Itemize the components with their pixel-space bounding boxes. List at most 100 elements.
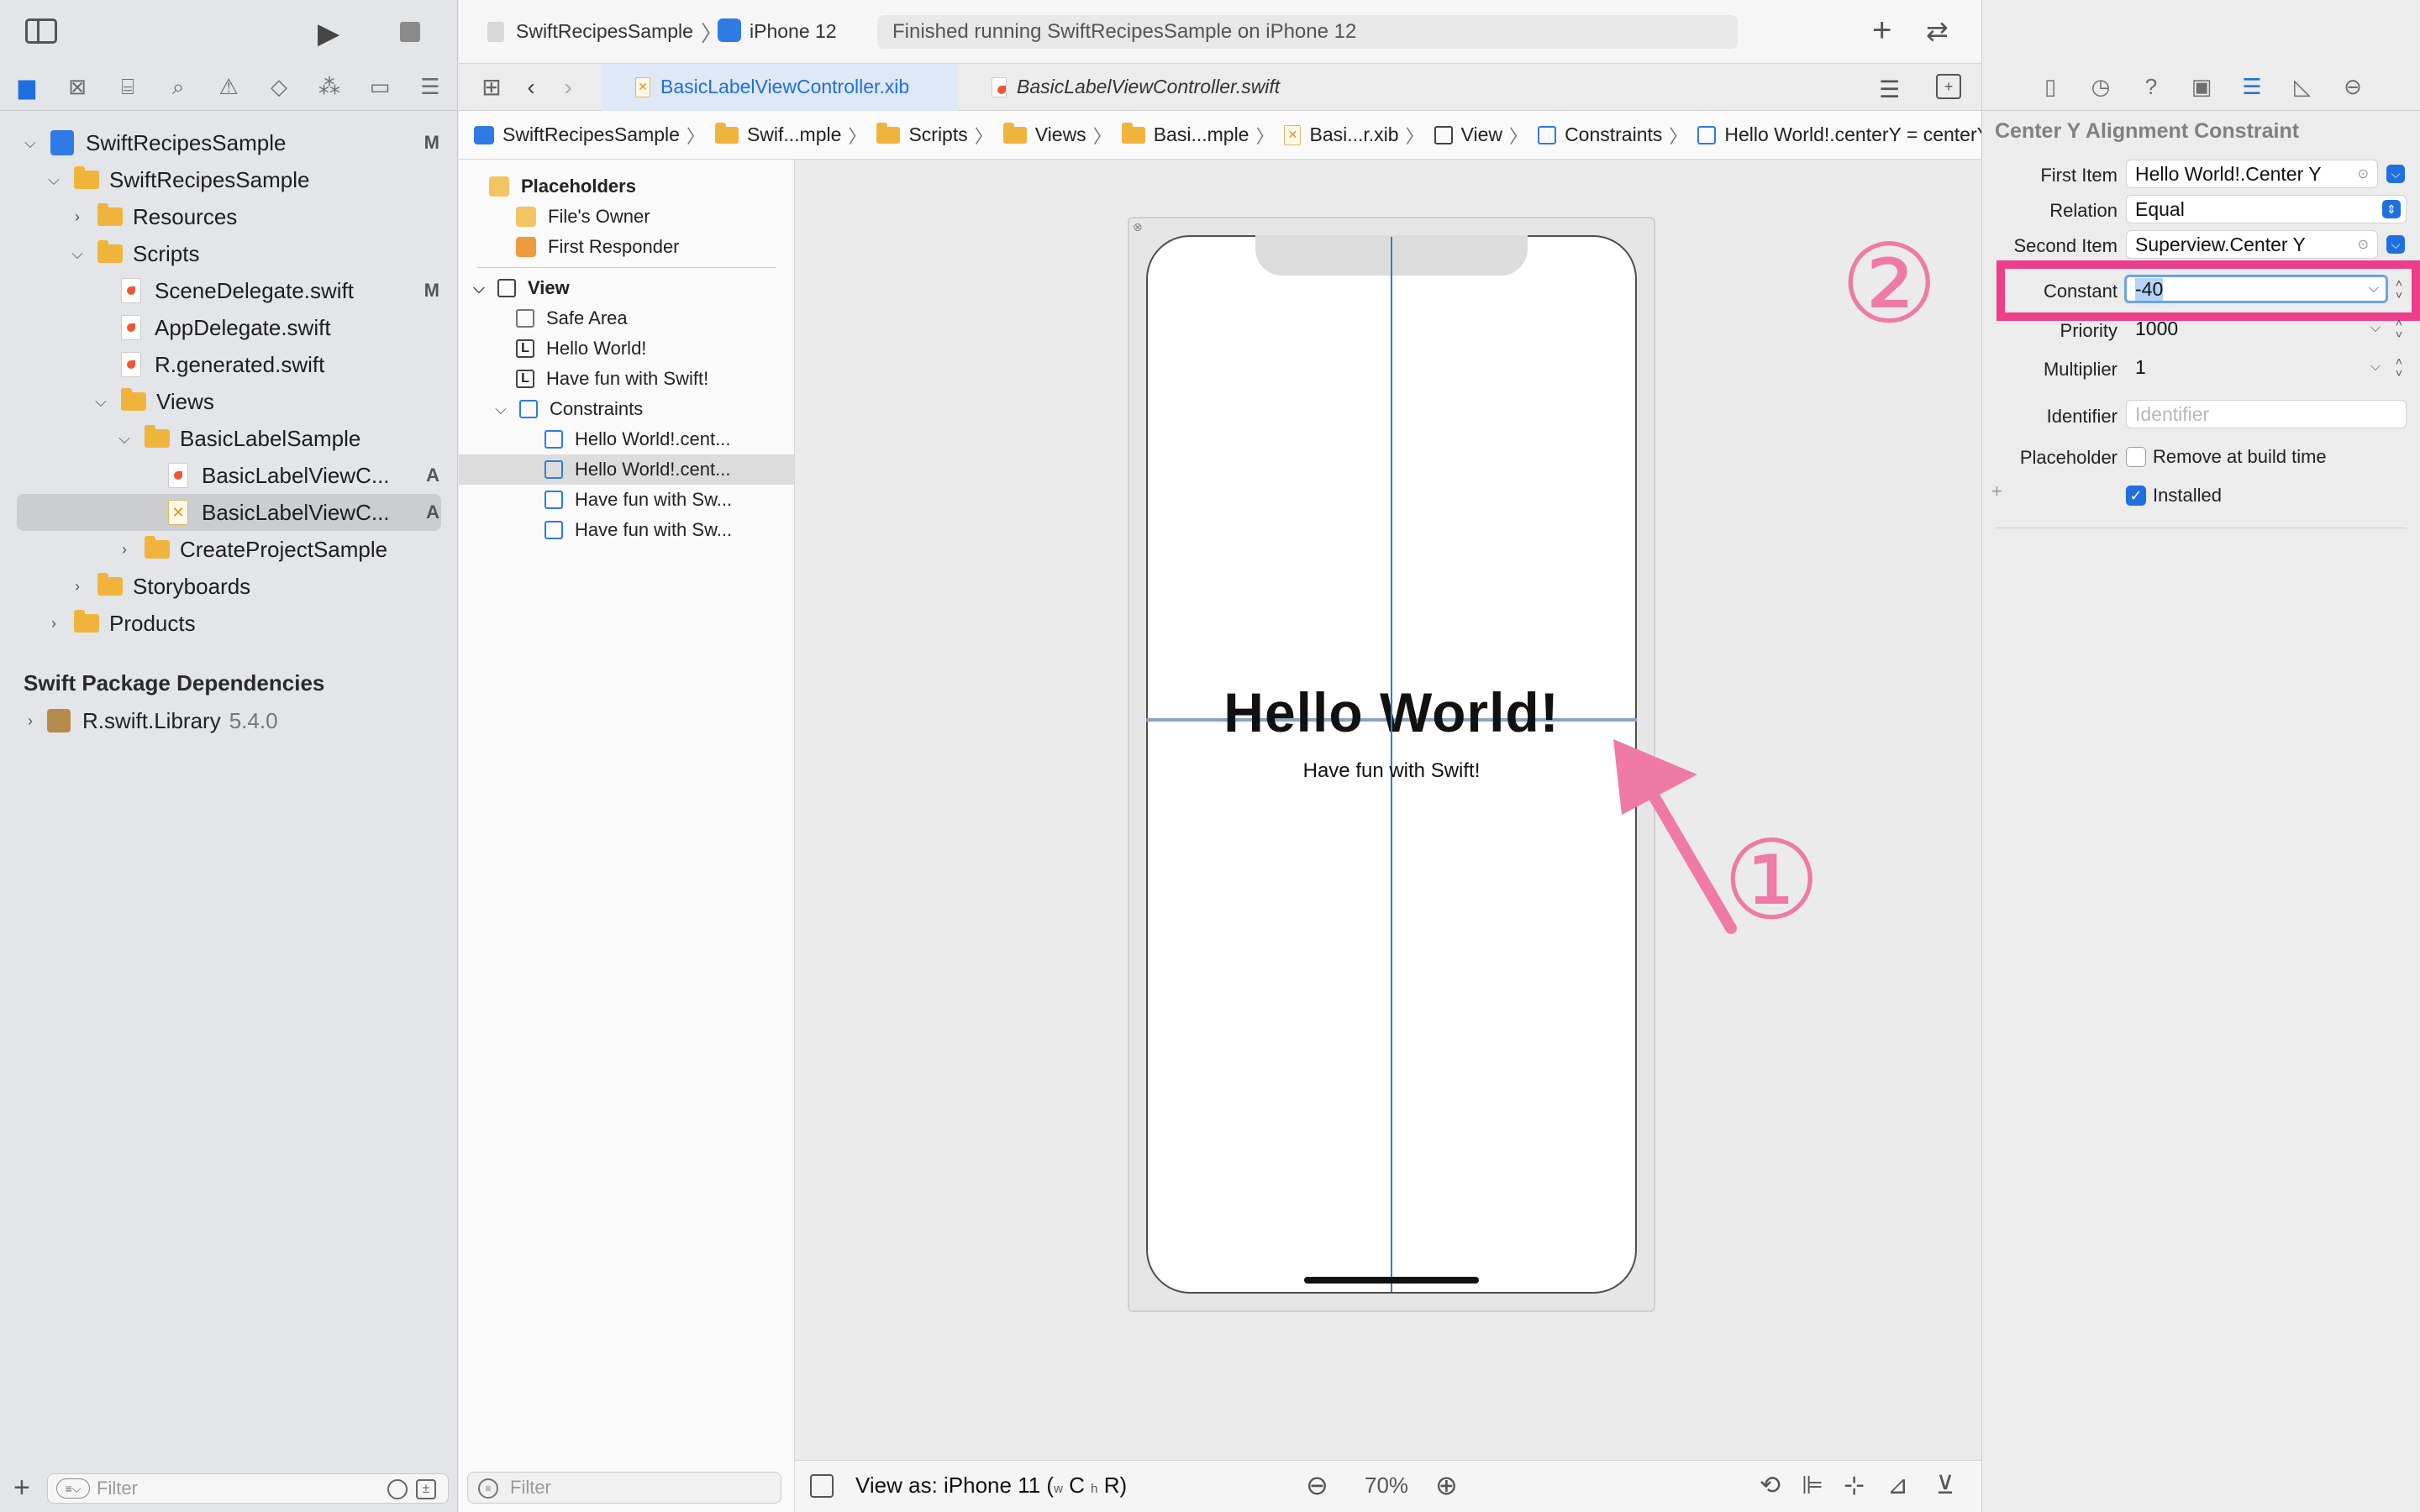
tree-item-basiclabelsample[interactable]: ⌵ BasicLabelSample xyxy=(0,420,458,457)
zoom-out-icon[interactable]: ⊖ xyxy=(1306,1470,1328,1500)
tree-item-basiclabelviewcontroller-xib[interactable]: ✕ BasicLabelViewC... A xyxy=(17,494,441,531)
filter-options-icon[interactable]: ≡⌵ xyxy=(56,1478,90,1499)
navigator-filter-input[interactable]: ≡⌵ Filter ± xyxy=(47,1473,449,1504)
tree-item-createprojectsample[interactable]: › CreateProjectSample xyxy=(0,531,458,568)
disclosure-open-icon[interactable]: ⌵ xyxy=(95,392,107,410)
outline-constraint-1[interactable]: Hello World!.cent... xyxy=(459,424,794,454)
tree-item-group-swiftrecipessample[interactable]: ⌵ SwiftRecipesSample xyxy=(0,161,458,198)
source-control-tab-icon[interactable]: ⊠ xyxy=(68,74,87,99)
update-frames-icon[interactable]: ⟲ xyxy=(1760,1472,1781,1499)
find-navigator-tab-search-icon[interactable]: ⌕ xyxy=(171,73,185,99)
tree-item-appdelegate[interactable]: AppDelegate.swift xyxy=(0,309,458,346)
constant-stepper[interactable]: ˄˅ xyxy=(2395,276,2403,302)
identifier-input[interactable]: Identifier xyxy=(2126,400,2407,428)
disclosure-open-icon[interactable]: ⌵ xyxy=(473,279,485,297)
tree-item-resources[interactable]: › Resources xyxy=(0,198,458,235)
outline-constraint-4[interactable]: Have fun with Sw... xyxy=(459,515,794,545)
embed-in-icon[interactable]: ⊻ xyxy=(1936,1472,1954,1499)
disclosure-open-icon[interactable]: ⌵ xyxy=(118,429,130,447)
remove-at-build-checkbox[interactable] xyxy=(2126,447,2146,467)
issue-navigator-tab-warning-icon[interactable]: ⚠ xyxy=(218,74,239,99)
align-icon[interactable]: ⊫ xyxy=(1802,1472,1824,1499)
reveal-arrow-icon[interactable]: ⊙ xyxy=(2357,238,2369,252)
breadcrumb-constraints[interactable]: Constraints〉 xyxy=(1538,122,1687,149)
tree-item-views[interactable]: ⌵ Views xyxy=(0,383,458,420)
outline-have-fun-label[interactable]: L Have fun with Swift! xyxy=(459,364,794,394)
test-navigator-tab-diamond-icon[interactable]: ◇ xyxy=(271,74,287,99)
priority-stepper[interactable]: ˄˅ xyxy=(2395,316,2403,341)
breadcrumb-group[interactable]: Swif...mple〉 xyxy=(714,122,866,149)
file-inspector-doc-icon[interactable]: ▯ xyxy=(2044,74,2057,99)
resolve-issues-icon[interactable]: ⊿ xyxy=(1887,1472,1909,1499)
disclosure-closed-icon[interactable]: › xyxy=(75,207,80,225)
outline-toggle-icon[interactable] xyxy=(810,1474,834,1498)
disclosure-closed-icon[interactable]: › xyxy=(28,711,33,729)
installed-checkbox[interactable]: ✓ xyxy=(2126,486,2146,506)
debug-navigator-tab-spray-icon[interactable]: ⁂ xyxy=(318,74,340,99)
priority-field[interactable]: 1000 ⌵ xyxy=(2126,314,2388,343)
history-inspector-clock-icon[interactable]: ◷ xyxy=(2091,74,2111,99)
add-variation-icon[interactable]: + xyxy=(1991,480,2002,501)
view-as-device[interactable]: View as: iPhone 11 (w C h R) xyxy=(855,1473,1127,1499)
identity-inspector-icon[interactable]: ▣ xyxy=(2191,74,2212,99)
size-inspector-ruler-icon[interactable]: ◺ xyxy=(2294,74,2311,99)
tree-item-storyboards[interactable]: › Storyboards xyxy=(0,568,458,605)
tree-item-products[interactable]: › Products xyxy=(0,605,458,642)
connections-inspector-icon[interactable]: ⊖ xyxy=(2344,74,2362,99)
outline-placeholders-header[interactable]: Placeholders xyxy=(459,171,794,202)
tree-item-project[interactable]: ⌵ SwiftRecipesSample M xyxy=(0,124,458,161)
report-navigator-tab-icon[interactable]: ☰ xyxy=(420,74,440,99)
second-item-popup[interactable]: Superview.Center Y ⊙ xyxy=(2126,230,2378,259)
run-button[interactable]: ▶ xyxy=(318,18,340,50)
recent-files-clock-icon[interactable] xyxy=(387,1479,408,1499)
chevron-down-icon[interactable]: ⌵ xyxy=(2368,281,2379,296)
outline-constraints[interactable]: ⌵ Constraints xyxy=(459,394,794,424)
first-item-dropdown-icon[interactable]: ⌵ xyxy=(2386,165,2405,183)
multiplier-stepper[interactable]: ˄˅ xyxy=(2395,354,2403,380)
tree-item-scripts[interactable]: ⌵ Scripts xyxy=(0,235,458,272)
outline-view[interactable]: ⌵ View xyxy=(459,273,794,303)
forward-chevron-icon[interactable]: › xyxy=(564,73,572,100)
disclosure-closed-icon[interactable]: › xyxy=(51,614,56,632)
destination-selector[interactable]: iPhone 12 xyxy=(750,20,837,42)
quick-help-question-icon[interactable]: ? xyxy=(2144,74,2158,99)
chevron-down-icon[interactable]: ⌵ xyxy=(2370,360,2381,374)
scheme-selector[interactable]: SwiftRecipesSample xyxy=(516,20,693,42)
tab-basiclabelviewcontroller-swift[interactable]: BasicLabelViewController.swift xyxy=(958,64,1313,111)
stop-button[interactable] xyxy=(400,22,420,42)
outline-files-owner[interactable]: File's Owner xyxy=(459,202,794,232)
add-constraints-icon[interactable]: ⊹ xyxy=(1844,1472,1865,1499)
tree-item-rgenerated[interactable]: R.generated.swift xyxy=(0,346,458,383)
relation-popup[interactable]: Equal ⇕ xyxy=(2126,195,2407,223)
reveal-arrow-icon[interactable]: ⊙ xyxy=(2357,167,2369,181)
add-icon[interactable]: + xyxy=(13,1472,30,1504)
breadcrumb-view[interactable]: View〉 xyxy=(1434,122,1528,149)
disclosure-closed-icon[interactable]: › xyxy=(122,540,127,558)
scm-filter-icon[interactable]: ± xyxy=(416,1479,436,1499)
close-scene-icon[interactable]: ⊗ xyxy=(1133,220,1143,234)
project-navigator-tab-folder-icon[interactable]: ▆ xyxy=(18,74,35,99)
outline-safe-area[interactable]: Safe Area xyxy=(459,303,794,333)
first-item-popup[interactable]: Hello World!.Center Y ⊙ xyxy=(2126,160,2378,188)
disclosure-open-icon[interactable]: ⌵ xyxy=(48,171,60,188)
outline-filter-input[interactable]: ≡ Filter xyxy=(467,1472,781,1504)
outline-hello-world-label[interactable]: L Hello World! xyxy=(459,333,794,364)
breadcrumb-constraint[interactable]: Hello World!.centerY = centerY - 40 xyxy=(1697,123,2028,146)
updown-chevron-icon[interactable]: ⇕ xyxy=(2382,200,2401,218)
library-add-icon[interactable]: + xyxy=(1872,12,1892,49)
editor-options-lines-icon[interactable]: ☰ xyxy=(1879,76,1901,102)
disclosure-open-icon[interactable]: ⌵ xyxy=(71,244,83,262)
add-editor-icon[interactable]: + xyxy=(1936,74,1961,99)
breadcrumb-project[interactable]: SwiftRecipesSample〉 xyxy=(474,122,705,149)
grid-menu-icon[interactable]: ⊞ xyxy=(481,74,502,100)
zoom-in-icon[interactable]: ⊕ xyxy=(1435,1470,1458,1500)
breadcrumb-basiclabelsample[interactable]: Basi...mple〉 xyxy=(1121,122,1274,149)
breakpoint-navigator-tab-icon[interactable]: ▭ xyxy=(369,74,391,99)
chevron-down-icon[interactable]: ⌵ xyxy=(2370,321,2381,335)
breadcrumb-views[interactable]: Views〉 xyxy=(1002,122,1112,149)
attributes-inspector-sliders-icon[interactable]: ☰ xyxy=(2242,74,2262,99)
outline-constraint-3[interactable]: Have fun with Sw... xyxy=(459,485,794,515)
breadcrumb-xib[interactable]: ✕Basi...r.xib〉 xyxy=(1284,122,1424,149)
symbol-navigator-tab-icon[interactable]: ⌸ xyxy=(121,73,134,99)
outline-constraint-2-selected[interactable]: Hello World!.cent... xyxy=(459,454,794,485)
